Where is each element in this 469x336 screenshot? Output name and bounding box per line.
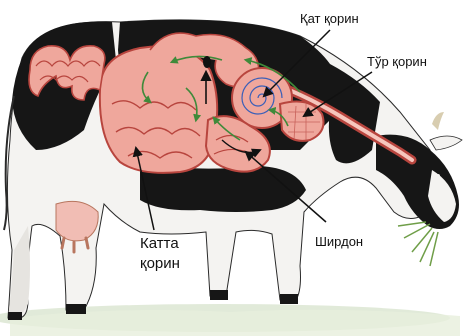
cow-hoof-1 — [8, 312, 22, 320]
cow-hoof-3 — [210, 290, 228, 300]
grass-in-mouth — [398, 222, 438, 266]
label-kat-korin: Қат қорин — [300, 11, 359, 26]
label-shirdon: Ширдон — [315, 234, 363, 249]
cow-eye — [436, 174, 440, 178]
cow-hoof-2 — [66, 304, 86, 314]
label-tur-korin: Тўр қорин — [367, 54, 427, 69]
flow-dot — [203, 56, 211, 68]
cow-udder — [56, 201, 98, 241]
cow-hoof-4 — [280, 294, 298, 304]
rumen — [100, 46, 217, 173]
label-katta-korin-1: Катта — [140, 235, 179, 252]
cow-ear — [430, 136, 462, 150]
label-katta-korin-2: қорин — [140, 255, 180, 272]
cow-horn — [432, 112, 444, 130]
